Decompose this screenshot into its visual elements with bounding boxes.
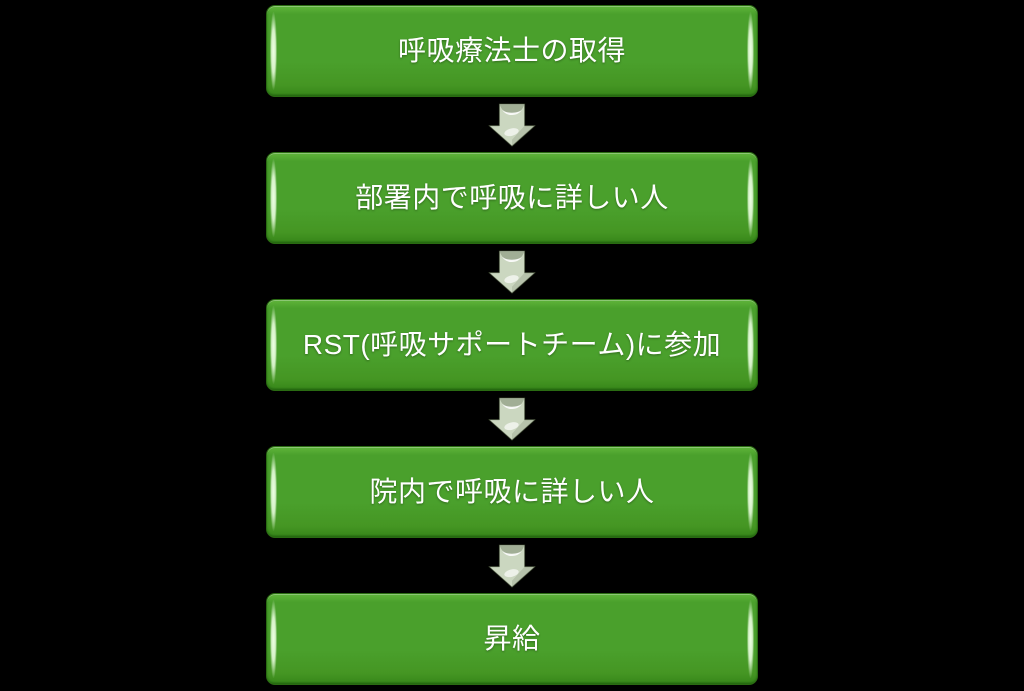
step-box-4: 院内で呼吸に詳しい人: [266, 446, 758, 538]
step-box-1: 呼吸療法士の取得: [266, 5, 758, 97]
down-arrow-icon: [488, 543, 536, 588]
step-connector: [488, 244, 536, 299]
step-label: 院内で呼吸に詳しい人: [369, 476, 655, 508]
step-connector: [488, 538, 536, 593]
step-box-3: RST(呼吸サポートチーム)に参加: [266, 299, 758, 391]
step-box-2: 部署内で呼吸に詳しい人: [266, 152, 758, 244]
step-label: 呼吸療法士の取得: [397, 35, 626, 67]
down-arrow-icon: [488, 396, 536, 441]
step-connector: [488, 97, 536, 152]
step-label: 昇給: [483, 623, 541, 655]
step-label: RST(呼吸サポートチーム)に参加: [302, 329, 722, 361]
step-connector: [488, 391, 536, 446]
step-box-5: 昇給: [266, 593, 758, 685]
down-arrow-icon: [488, 249, 536, 294]
down-arrow-icon: [488, 102, 536, 147]
step-label: 部署内で呼吸に詳しい人: [355, 182, 669, 214]
